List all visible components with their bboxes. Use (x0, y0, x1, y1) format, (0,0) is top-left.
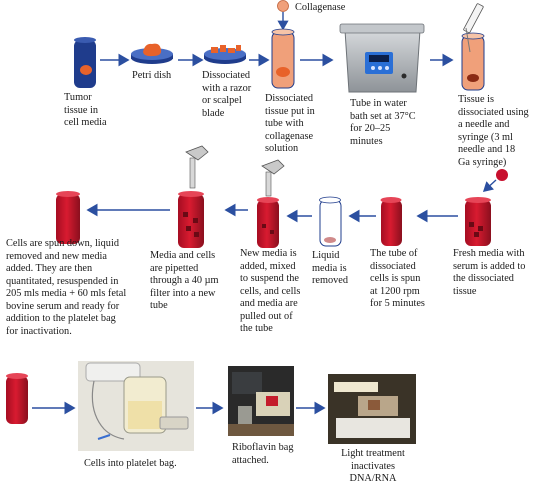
label-collagenase: Collagenase (295, 2, 346, 13)
spun-tube (380, 197, 402, 246)
label-new-media: New media is added, mixed to suspend the… (240, 248, 301, 334)
label-filter: Media and cells are pipetted through a 4… (150, 250, 219, 311)
label-riboflavin: Riboflavin bag attached. (232, 442, 294, 466)
empty-tube (319, 196, 342, 247)
collagenase-tube (271, 28, 295, 89)
spun-down-tube (56, 191, 80, 244)
fresh-media-tube (465, 197, 491, 246)
fresh-media-drop (482, 169, 508, 192)
filter-tube (178, 145, 209, 248)
new-media-pipette (257, 159, 285, 248)
label-spun-down: Cells are spun down, liquid removed and … (6, 238, 127, 337)
label-needle: Tissue is dissociated using a needle and… (458, 94, 529, 168)
label-collagenase-tube: Dissociated tissue put in tube with coll… (265, 93, 315, 154)
label-tumor: Tumor tissue in cell media (64, 92, 107, 128)
label-light: Light treatment inactivates DNA/RNA (341, 448, 405, 484)
label-dissociated-razor: Dissociated with a razor or scalpel blad… (202, 70, 252, 119)
final-tube (6, 373, 28, 424)
tumor-tube (74, 37, 96, 88)
platelet-bag-photo (78, 361, 194, 451)
label-petri: Petri dish (132, 70, 172, 81)
light-treatment-photo (328, 374, 416, 444)
needle-syringe (461, 3, 485, 91)
water-bath (339, 23, 425, 93)
petri-dish (131, 43, 173, 64)
label-liquid-removed: Liquid media is removed (312, 250, 349, 286)
label-fresh-media: Fresh media with serum is added to the d… (453, 248, 526, 297)
label-spun: The tube of dissociated cells is spun at… (370, 248, 425, 309)
collagenase-drop (277, 0, 289, 31)
dissociated-dish (204, 45, 246, 64)
riboflavin-photo (228, 366, 294, 436)
label-platelet-bag: Cells into platelet bag. (84, 458, 177, 469)
label-water-bath: Tube in water bath set at 37°C for 20–25… (350, 98, 416, 147)
